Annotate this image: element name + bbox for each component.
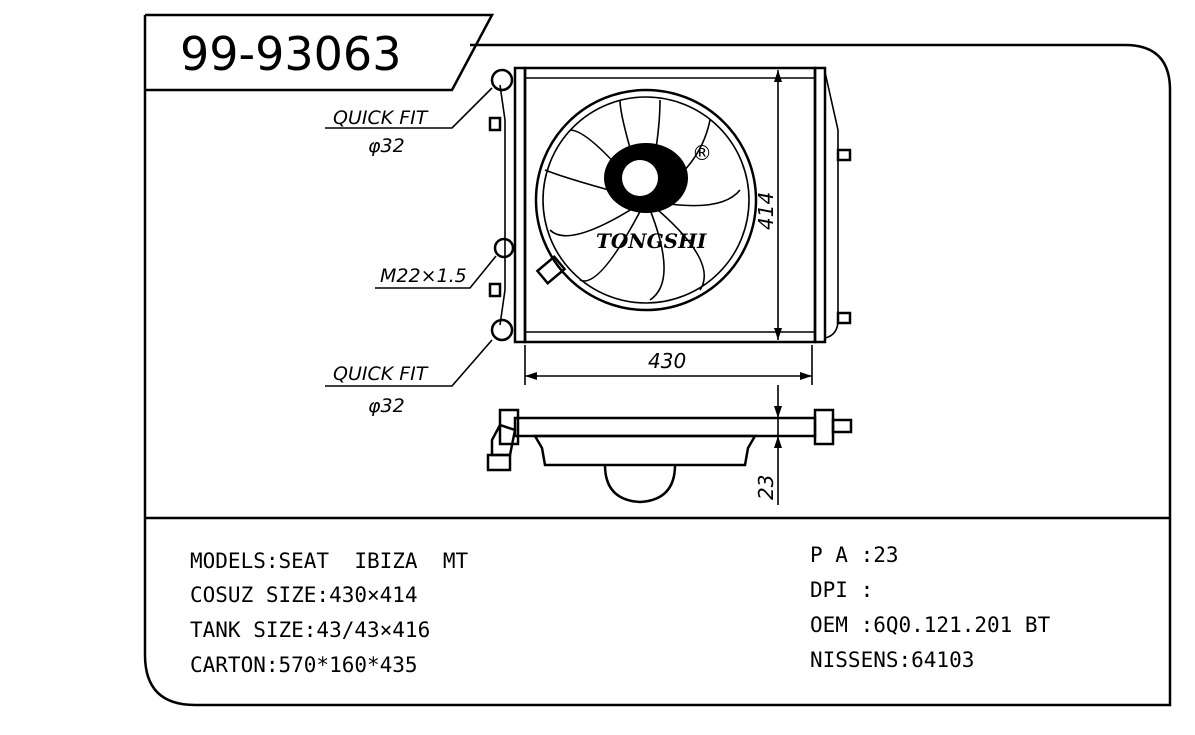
registered-mark: ® <box>692 141 712 165</box>
spec-models: MODELS:SEAT IBIZA MT <box>190 549 469 573</box>
spec-oem: OEM :6Q0.121.201 BT <box>810 613 1051 637</box>
side-right-pin <box>831 418 853 434</box>
right-bracket <box>824 71 839 339</box>
spec-core-size: COSUZ SIZE:430×414 <box>190 583 418 607</box>
sensor-label: M22×1.5 <box>380 265 467 287</box>
side-fan-shroud <box>532 434 758 467</box>
part-number-title: 99-93063 <box>180 27 401 81</box>
width-value: 430 <box>648 349 686 373</box>
dimension-arrows <box>774 406 782 448</box>
width-dimension: 430 <box>524 345 813 385</box>
fan-shroud-inner <box>542 96 750 304</box>
left-bracket <box>499 84 506 326</box>
height-dimension: 414 <box>754 70 782 340</box>
side-right-tank <box>813 408 835 446</box>
spec-pa: P A :23 <box>810 543 899 567</box>
outlet-label: QUICK FIT <box>333 363 429 385</box>
logo-hub-center <box>622 160 658 196</box>
inlet-port-icon <box>490 68 514 92</box>
radiator-front-view: TONGSHI ® <box>488 66 852 344</box>
spec-tank-size: TANK SIZE:43/43×416 <box>190 618 430 642</box>
sensor-port-icon <box>493 237 515 259</box>
mount-pin <box>488 116 502 132</box>
fan-icon <box>534 88 758 312</box>
inlet-size: φ32 <box>368 135 405 157</box>
side-pipe-end <box>486 453 512 472</box>
sheet-frame <box>143 13 1172 707</box>
mount-pin <box>836 311 852 325</box>
sensor-callout: M22×1.5 <box>375 255 497 289</box>
side-core <box>513 416 817 438</box>
radiator-side-view <box>486 408 853 504</box>
leader-line <box>375 255 497 289</box>
fan-shroud <box>534 88 758 312</box>
side-elbow-pipe <box>490 423 517 457</box>
height-value: 414 <box>754 192 778 230</box>
side-fan-motor <box>603 464 677 504</box>
spec-dpi: DPI : <box>810 578 873 602</box>
outlet-size: φ32 <box>368 395 405 417</box>
inlet-label: QUICK FIT <box>333 107 429 129</box>
inlet-callout: QUICK FIT φ32 <box>325 87 493 157</box>
specs-left: MODELS:SEAT IBIZA MT COSUZ SIZE:430×414 … <box>190 549 469 677</box>
fan-connector <box>535 255 567 285</box>
spec-nissens: NISSENS:64103 <box>810 648 974 672</box>
mount-pin <box>488 282 502 298</box>
thickness-value: 23 <box>754 475 778 500</box>
mount-pin <box>836 148 852 162</box>
leader-line <box>325 87 493 129</box>
outlet-port-icon <box>490 318 514 342</box>
thickness-dimension: 23 <box>754 385 782 505</box>
left-tank <box>513 66 527 344</box>
spec-carton: CARTON:570*160*435 <box>190 653 418 677</box>
leader-line <box>325 339 493 387</box>
outlet-callout: QUICK FIT φ32 <box>325 339 493 417</box>
brand-logo: TONGSHI <box>596 229 707 253</box>
right-tank <box>813 66 827 344</box>
specs-right: P A :23 DPI : OEM :6Q0.121.201 BT NISSEN… <box>810 543 1051 672</box>
